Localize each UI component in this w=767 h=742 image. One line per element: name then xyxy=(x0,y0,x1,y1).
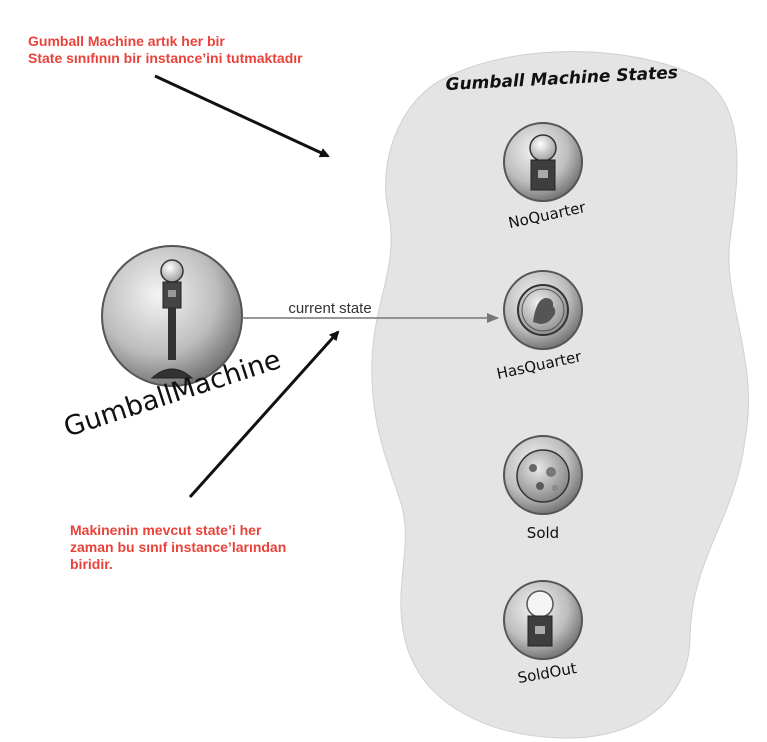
annotation-top: Gumball Machine artık her bir State sını… xyxy=(28,33,303,67)
annotation-bottom-line-3: biridir. xyxy=(70,556,113,572)
current-state-label: current state xyxy=(288,300,371,317)
gumball-icon xyxy=(516,449,570,503)
state-sold-label: Sold xyxy=(527,524,559,542)
annotation-bottom-line-2: zaman bu sınıf instance’larından xyxy=(70,539,287,555)
annotation-bottom: Makinenin mevcut state’i her zaman bu sı… xyxy=(70,522,286,573)
gumball-machine-icon xyxy=(529,134,557,191)
annotation-bottom-line-1: Makinenin mevcut state’i her xyxy=(70,522,262,538)
annotation-top-line-1: Gumball Machine artık her bir xyxy=(28,33,225,49)
empty-gumball-machine-icon xyxy=(526,590,554,647)
gumball-machine-icon xyxy=(150,259,194,379)
state-sold xyxy=(503,435,583,515)
annotation-top-line-2: State sınıfının bir instance’ini tutmakt… xyxy=(28,50,303,66)
states-group-blob xyxy=(371,51,749,739)
annotation-bottom-arrow xyxy=(188,330,340,499)
state-soldout xyxy=(503,580,583,660)
state-noquarter xyxy=(503,122,583,202)
gumball-machine-node xyxy=(101,245,243,387)
quarter-coin-icon xyxy=(517,284,569,336)
state-hasquarter xyxy=(503,270,583,350)
annotation-top-arrow xyxy=(154,74,330,158)
